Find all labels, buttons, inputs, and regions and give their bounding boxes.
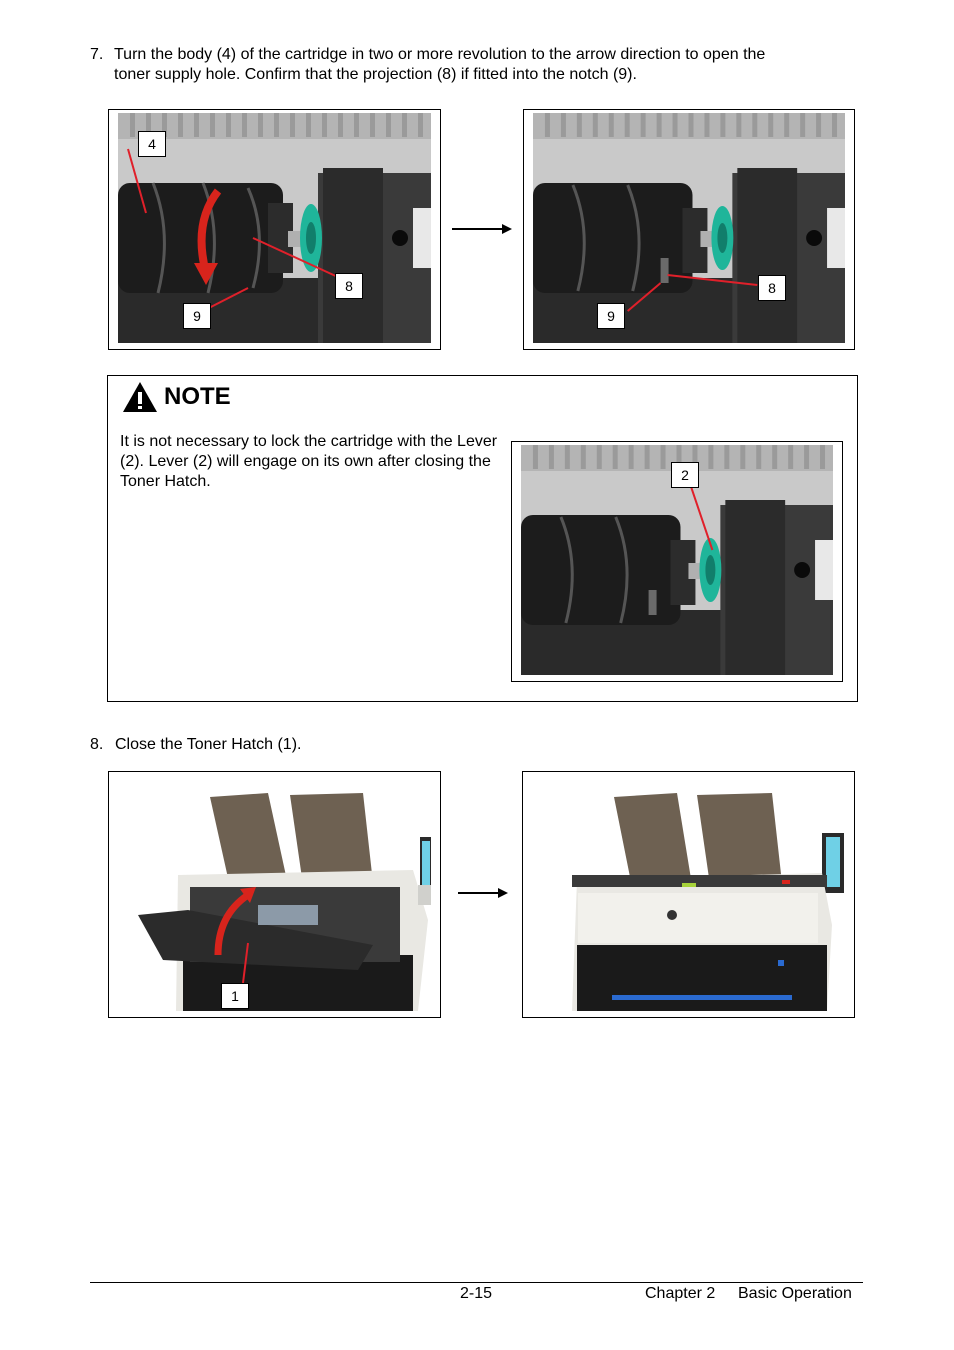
callout-2: 2 [671, 462, 699, 488]
cartridge-rotate-photo-frame: 4 8 9 [108, 109, 441, 350]
warning-icon [123, 382, 157, 412]
cartridge-rotate-photo [118, 113, 431, 343]
right-arrow-icon [452, 224, 512, 234]
hatch-open-photo [118, 775, 431, 1011]
footer-section: Basic Operation [738, 1285, 852, 1302]
note-box: NOTE It is not necessary to lock the car… [107, 375, 858, 702]
note-text: It is not necessary to lock the cartridg… [120, 433, 498, 490]
cartridge-locked-photo [533, 113, 845, 343]
step-7-line-2: toner supply hole. Confirm that the proj… [114, 66, 637, 83]
footer-chapter: Chapter 2 [645, 1285, 716, 1302]
step-7-number: 7. [90, 46, 104, 63]
right-arrow-icon [458, 888, 508, 898]
hatch-closed-photo [532, 775, 845, 1011]
callout-1: 1 [221, 983, 249, 1009]
page-number: 2-15 [460, 1285, 493, 1302]
step-8-text: Close the Toner Hatch (1). [115, 736, 302, 753]
lever-photo-frame: 2 [511, 441, 843, 682]
note-title: NOTE [164, 383, 231, 410]
hatch-closed-photo-frame [522, 771, 855, 1018]
callout-8: 8 [758, 275, 786, 301]
callout-9: 9 [183, 303, 211, 329]
step-8-number: 8. [90, 736, 104, 753]
hatch-open-photo-frame: 1 [108, 771, 441, 1018]
step-7-line-1: Turn the body (4) of the cartridge in tw… [114, 46, 766, 63]
callout-8: 8 [335, 273, 363, 299]
footer-rule [90, 1282, 863, 1283]
callout-9: 9 [597, 303, 625, 329]
cartridge-locked-photo-frame: 8 9 [523, 109, 855, 350]
callout-4: 4 [138, 131, 166, 157]
lever-photo [521, 445, 833, 675]
